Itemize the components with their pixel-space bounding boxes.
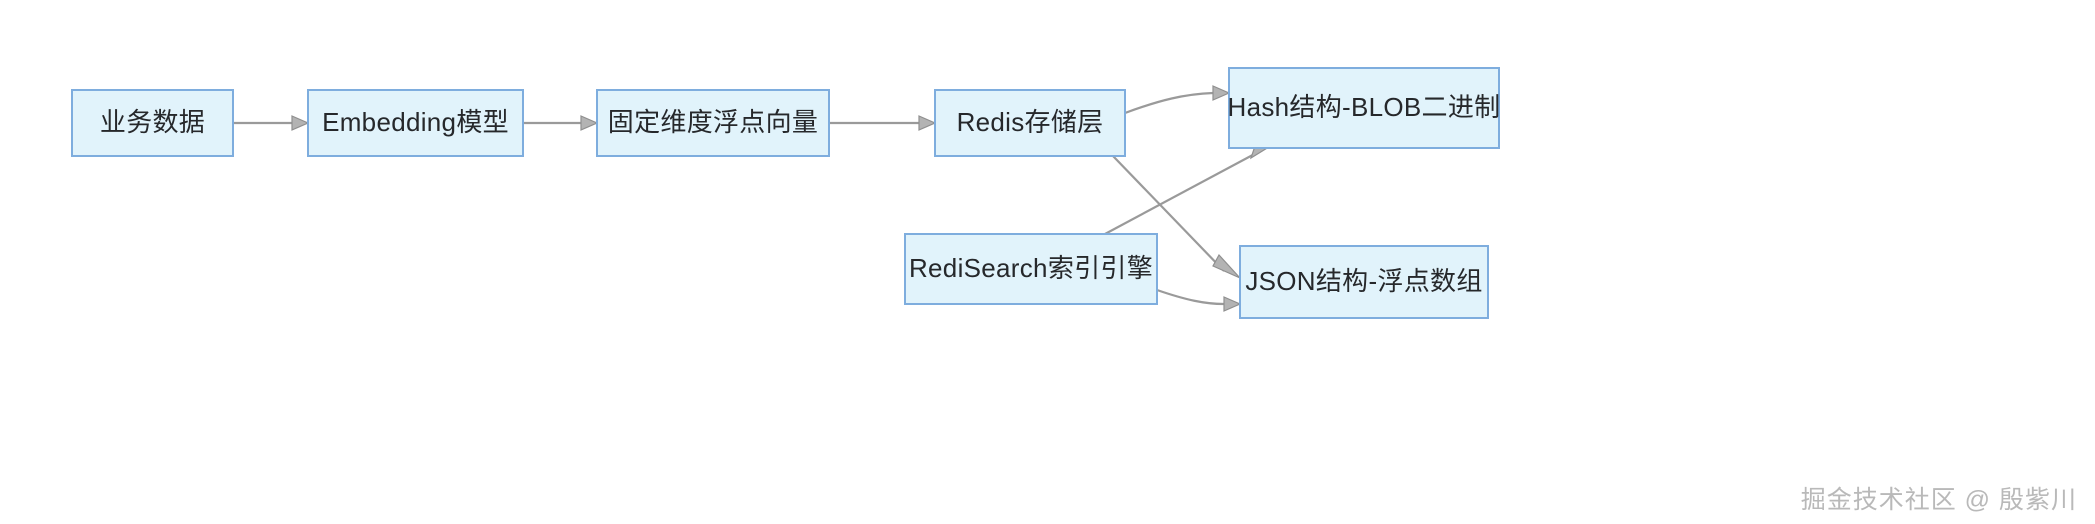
edge-redis-storage-to-hash-blob	[1124, 85, 1231, 115]
edge-embedding-model-to-float-vector	[523, 115, 599, 131]
edge-redisearch-to-hash-blob	[1104, 136, 1279, 235]
node-redis-storage[interactable]: Redis存储层	[934, 89, 1126, 157]
node-layer: 业务数据 Embedding模型 固定维度浮点向量 Redis存储层 Hash结…	[71, 67, 1501, 319]
node-label-hash-blob: Hash结构-BLOB二进制	[1228, 92, 1501, 122]
node-label-float-vector: 固定维度浮点向量	[608, 107, 818, 137]
node-label-business-data: 业务数据	[100, 107, 205, 137]
node-business-data[interactable]: 业务数据	[71, 89, 234, 157]
node-hash-blob[interactable]: Hash结构-BLOB二进制	[1228, 67, 1501, 149]
node-label-json-array: JSON结构-浮点数组	[1245, 266, 1482, 296]
node-redisearch[interactable]: RediSearch索引引擎	[904, 233, 1158, 305]
edge-redis-storage-to-json-array	[1112, 155, 1241, 279]
edge-business-data-to-embedding-model	[233, 115, 310, 131]
edge-float-vector-to-redis-storage	[829, 115, 937, 131]
node-label-redisearch: RediSearch索引引擎	[909, 253, 1153, 283]
node-json-array[interactable]: JSON结构-浮点数组	[1239, 245, 1489, 319]
edge-redisearch-to-json-array	[1156, 288, 1242, 312]
node-float-vector[interactable]: 固定维度浮点向量	[596, 89, 830, 157]
node-embedding-model[interactable]: Embedding模型	[307, 89, 524, 157]
node-label-embedding-model: Embedding模型	[322, 107, 509, 137]
node-label-redis-storage: Redis存储层	[957, 107, 1104, 137]
watermark-text: 掘金技术社区 @ 殷紫川	[1800, 486, 2077, 514]
